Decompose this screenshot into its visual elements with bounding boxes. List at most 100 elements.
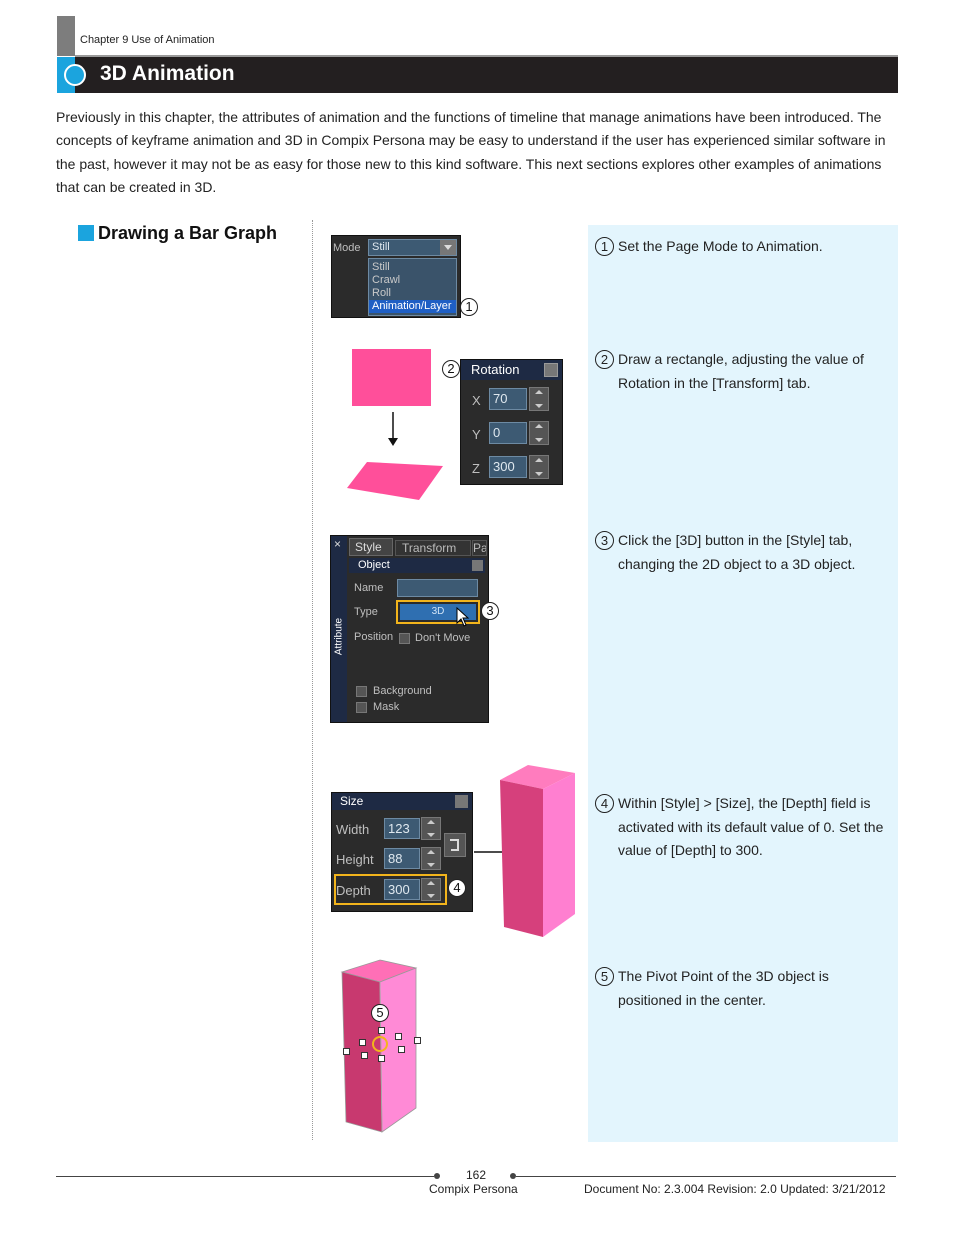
depth-input[interactable]: 300	[384, 879, 420, 900]
section-heading: Drawing a Bar Graph	[78, 223, 277, 244]
mode-selected-value: Still	[372, 241, 390, 253]
pink-rectangle	[352, 349, 431, 406]
name-label: Name	[354, 582, 384, 594]
mode-panel: Mode Still Still Crawl Roll Animation/La…	[331, 235, 461, 318]
instructions-panel	[588, 225, 898, 1142]
dont-move-label: Don't Move	[415, 632, 471, 644]
name-input[interactable]	[397, 579, 478, 597]
callout-1: 1	[460, 298, 478, 316]
rotation-x-label: X	[472, 393, 481, 408]
pivot-point-icon[interactable]	[372, 1036, 388, 1052]
handle-icon[interactable]	[395, 1033, 402, 1040]
footer-dot-right	[510, 1173, 516, 1179]
square-bullet-icon	[78, 225, 94, 241]
height-input[interactable]: 88	[384, 848, 420, 869]
step-number: 4	[595, 794, 614, 813]
tab-transform[interactable]: Transform	[395, 540, 471, 556]
step-number: 5	[595, 967, 614, 986]
step-text: The Pivot Point of the 3D object is posi…	[618, 968, 829, 1008]
depth-label: Depth	[336, 883, 371, 898]
step-number: 3	[595, 531, 614, 550]
mask-label: Mask	[373, 701, 400, 713]
cursor-icon	[456, 607, 470, 627]
rotation-z-label: Z	[472, 461, 480, 476]
mode-option[interactable]: Roll	[372, 287, 391, 299]
rotation-y-label: Y	[472, 427, 481, 442]
background-checkbox[interactable]	[356, 686, 367, 697]
depth-highlight	[334, 874, 447, 905]
style-panel: × Attribute Style Transform Pa Object Na…	[330, 535, 489, 723]
mode-option-selected[interactable]: Animation/Layer	[369, 300, 456, 313]
width-label: Width	[336, 822, 370, 837]
mask-checkbox[interactable]	[356, 702, 367, 713]
footer-rule-right	[516, 1176, 896, 1177]
handle-icon[interactable]	[378, 1027, 385, 1034]
collapse-icon[interactable]	[544, 363, 558, 377]
chapter-label: Chapter 9 Use of Animation	[80, 34, 215, 46]
footer-product: Compix Persona	[429, 1182, 518, 1196]
collapse-icon[interactable]	[455, 795, 468, 808]
rotation-z-stepper[interactable]	[529, 455, 549, 479]
position-label: Position	[354, 631, 394, 643]
step-number: 2	[595, 350, 614, 369]
rotated-rectangle	[347, 462, 443, 500]
step-number: 1	[595, 237, 614, 256]
chapter-rule	[75, 55, 898, 57]
handle-icon[interactable]	[398, 1046, 405, 1053]
handle-icon[interactable]	[343, 1048, 350, 1055]
down-arrow-icon	[388, 412, 398, 446]
intro-paragraph: Previously in this chapter, the attribut…	[56, 109, 886, 195]
footer-rule-left	[56, 1176, 434, 1177]
depth-stepper[interactable]	[421, 878, 441, 901]
footer-dot-left	[434, 1173, 440, 1179]
rotation-header: Rotation	[461, 360, 562, 380]
chapter-tab	[57, 16, 75, 56]
close-icon[interactable]: ×	[334, 537, 342, 551]
handle-icon[interactable]	[359, 1039, 366, 1046]
step-text: Draw a rectangle, adjusting the value of…	[618, 351, 864, 391]
rotation-panel: Rotation X 70 Y 0 Z 300	[460, 359, 563, 485]
title-bar: 3D Animation	[57, 57, 898, 93]
attribute-sidebar: × Attribute	[331, 536, 347, 722]
dotted-divider	[312, 220, 313, 1140]
width-stepper[interactable]	[421, 817, 441, 840]
background-label: Background	[373, 685, 432, 697]
rotation-y-input[interactable]: 0	[489, 422, 527, 444]
footer-document-info: Document No: 2.3.004 Revision: 2.0 Updat…	[584, 1182, 886, 1196]
mode-options-list: Still Crawl Roll Animation/Layer	[368, 258, 457, 316]
height-stepper[interactable]	[421, 847, 441, 870]
rotation-x-input[interactable]: 70	[489, 388, 527, 410]
tab-style[interactable]: Style	[349, 538, 393, 556]
handle-icon[interactable]	[378, 1055, 385, 1062]
mode-option[interactable]: Still	[372, 261, 390, 273]
section-title: Drawing a Bar Graph	[98, 223, 278, 243]
handle-icon[interactable]	[361, 1052, 368, 1059]
size-panel: Size Width 123 Height 88 Depth 300	[331, 792, 473, 912]
link-toggle-icon[interactable]	[444, 833, 466, 857]
height-label: Height	[336, 852, 374, 867]
size-header: Size	[332, 793, 472, 810]
page-number: 162	[466, 1168, 487, 1182]
tab-pa[interactable]: Pa	[472, 540, 487, 556]
step-text: Within [Style] > [Size], the [Depth] fie…	[618, 795, 884, 858]
width-input[interactable]: 123	[384, 818, 420, 839]
type-label: Type	[354, 606, 378, 618]
chevron-down-icon[interactable]	[440, 240, 456, 255]
bullet-circle-icon	[64, 64, 86, 86]
collapse-icon[interactable]	[472, 560, 483, 571]
rotation-z-input[interactable]: 300	[489, 456, 527, 478]
handle-icon[interactable]	[414, 1037, 421, 1044]
mode-option[interactable]: Crawl	[372, 274, 401, 286]
mode-label: Mode	[333, 242, 361, 254]
rotation-x-stepper[interactable]	[529, 387, 549, 411]
page-title: 3D Animation	[100, 62, 235, 85]
attribute-label: Attribute	[333, 617, 345, 656]
mode-select[interactable]: Still	[368, 239, 457, 256]
dont-move-checkbox[interactable]	[399, 633, 410, 644]
rotation-y-stepper[interactable]	[529, 421, 549, 445]
